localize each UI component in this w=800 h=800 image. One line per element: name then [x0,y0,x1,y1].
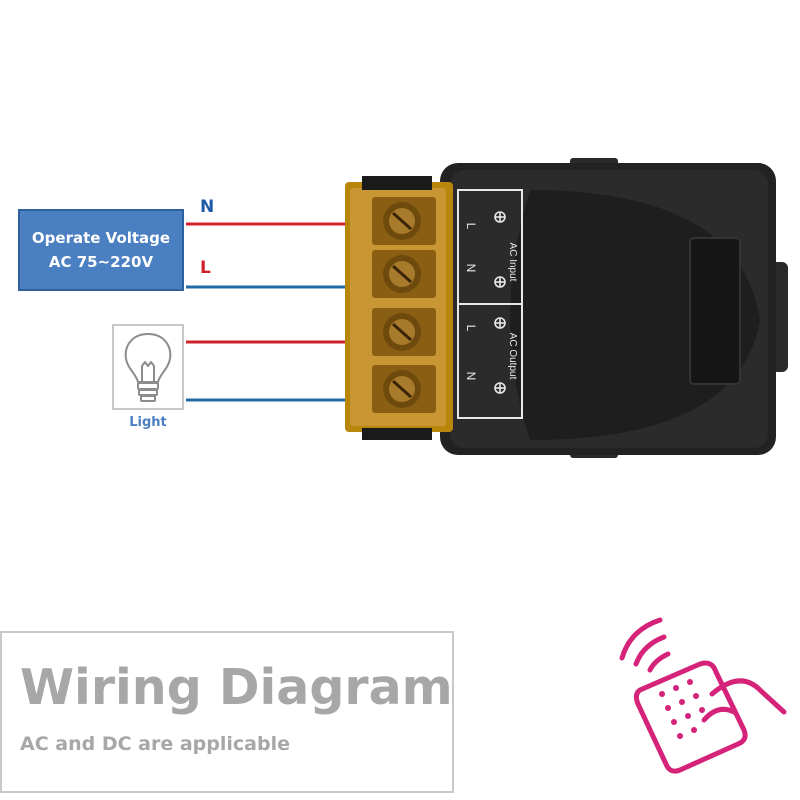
supply-title-line2: AC 75~220V [48,253,154,271]
neutral-label: N [200,197,215,217]
output-N-label: N [464,372,478,381]
relay-button [689,237,741,385]
light-box [112,324,184,410]
diagram-subtitle: AC and DC are applicable [20,733,290,755]
input-L-label: L [464,223,478,230]
relay-module [345,158,788,458]
ac-input-heading: AC Input [507,243,518,282]
input-N-label: N [464,264,478,273]
light-label: Light [129,415,167,430]
live-label: L [200,258,211,278]
supply-title-line1: Operate Voltage [31,229,171,247]
supply-voltage-box: Operate Voltage AC 75~220V [18,209,184,291]
light-bulb-icon [124,333,172,402]
remote-control-icon [619,617,787,774]
caption-box [0,631,454,793]
ac-output-heading: AC Output [507,333,518,380]
diagram-title: Wiring Diagram [20,659,453,716]
output-L-label: L [464,325,478,332]
remote-buttons [659,679,705,739]
